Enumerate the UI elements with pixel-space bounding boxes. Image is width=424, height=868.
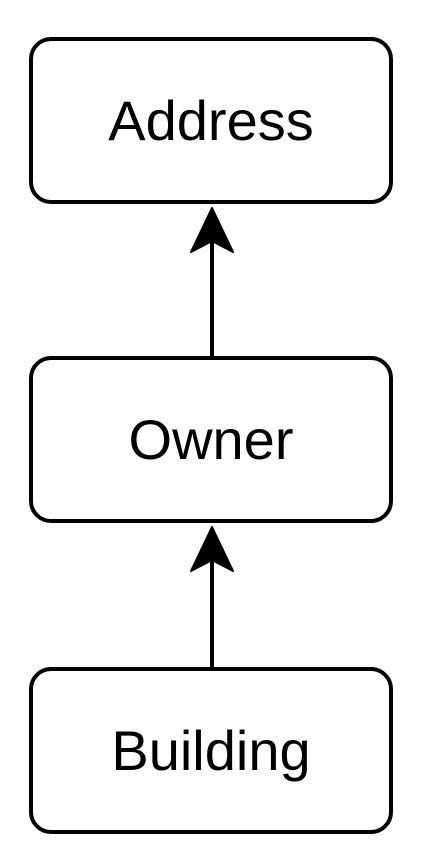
node-owner[interactable]: Owner (29, 356, 393, 523)
node-address[interactable]: Address (29, 37, 393, 204)
node-label: Owner (128, 408, 294, 471)
edge-owner-to-address (190, 207, 234, 356)
node-building[interactable]: Building (29, 667, 393, 834)
arrowhead-icon (190, 526, 234, 572)
edge-building-to-owner (190, 526, 234, 667)
arrowhead-icon (190, 207, 234, 253)
node-label: Address (108, 89, 314, 152)
node-label: Building (111, 719, 311, 782)
